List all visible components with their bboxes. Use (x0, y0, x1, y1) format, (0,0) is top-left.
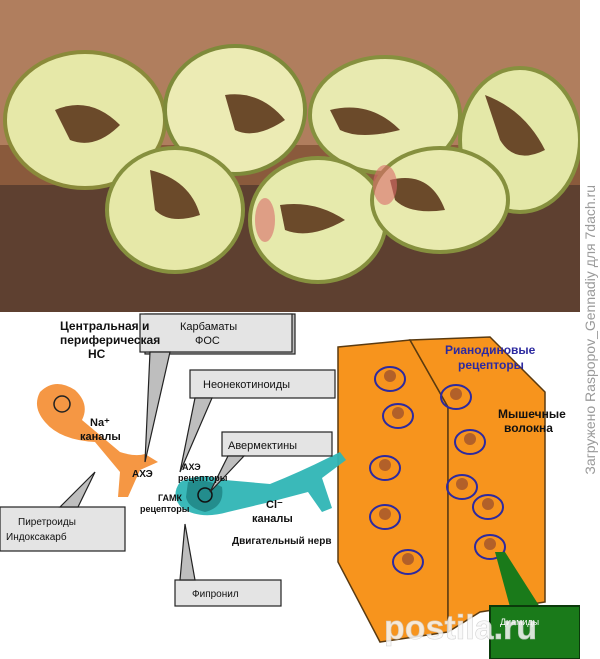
callout-pyrethroids-line2: Индоксакарб (6, 531, 67, 543)
insecticide-target-diagram: Центральная и периферическая НС Na⁺ кана… (0, 312, 580, 659)
apple-half (308, 55, 462, 175)
callout-neonicotinoids (179, 369, 336, 473)
neuron-nucleus (53, 395, 71, 413)
watermark-text: Загружено Raspopov_Gennadiy для 7dach.ru (582, 184, 598, 475)
ryanodine-line2: рецепторы (458, 358, 524, 372)
callout-fipronil (174, 523, 282, 607)
vertical-watermark: Загружено Raspopov_Gennadiy для 7dach.ru (580, 0, 600, 659)
ryanodine-receptor (440, 384, 472, 410)
apple-half (248, 156, 388, 284)
ryanodine-receptor (369, 455, 401, 481)
ryanodine-receptor (369, 504, 401, 530)
cns-title-line2: периферическая (60, 333, 160, 347)
callout-pyrethroids-line1: Пиретроиды (18, 517, 76, 528)
cns-title-line1: Центральная и (60, 319, 149, 333)
na-label-line2: каналы (80, 431, 121, 443)
muscle-fiber-left (337, 339, 449, 643)
ryanodine-receptor (472, 494, 504, 520)
apple-half (105, 146, 245, 274)
ryanodine-receptor (474, 534, 506, 560)
svg-text:postila.ru: postila.ru (384, 609, 537, 647)
ach-receptors-line2: рецепторы (178, 473, 228, 483)
postila-logo: postila.ru (384, 609, 538, 648)
ache-label: АХЭ (132, 469, 153, 480)
apples-photo (0, 0, 580, 312)
ryanodine-receptor (454, 429, 486, 455)
callout-neonicotinoids-text: Неонекотиноиды (203, 379, 290, 391)
apple-half (370, 146, 510, 254)
green-box (489, 605, 580, 659)
ryanodine-receptor (374, 366, 406, 392)
central-neuron (36, 383, 159, 497)
cl-channels-line1: Cl⁻ (266, 499, 283, 511)
ryanodine-receptor (392, 549, 424, 575)
ryanodine-receptor (382, 403, 414, 429)
gaba-receptors-line2: рецепторы (140, 504, 190, 514)
gaba-receptors-line1: ГАМК (158, 493, 183, 503)
motor-neuron-nucleus (197, 487, 213, 503)
cl-channels-line2: каналы (252, 513, 293, 525)
muscle-line1: Мышечные (498, 407, 566, 421)
callout-avermectins (209, 431, 333, 493)
green-box-label: Диамиды (500, 617, 539, 627)
motor-nerve-label: Двигательный нерв (232, 536, 331, 547)
ryanodine-receptor (446, 474, 478, 500)
apple-half (163, 44, 307, 176)
ryanodine-line1: Рианодиновые (445, 343, 536, 357)
cns-title-line3: НС (88, 347, 106, 361)
green-pointer (495, 552, 540, 607)
callout-carbamates (139, 313, 296, 463)
callout-fipronil-text: Фипронил (192, 589, 239, 600)
na-label-line1: Na⁺ (90, 417, 110, 429)
muscle-line2: волокна (504, 421, 553, 435)
callout-carbamates-line2: ФОС (195, 335, 220, 347)
ach-receptors-line1: АХЭ (182, 462, 201, 472)
callout-avermectins-text: Авермектины (228, 440, 297, 452)
callout-pyrethroids (0, 471, 126, 552)
callout-carbamates-line1: Карбаматы (180, 321, 237, 333)
